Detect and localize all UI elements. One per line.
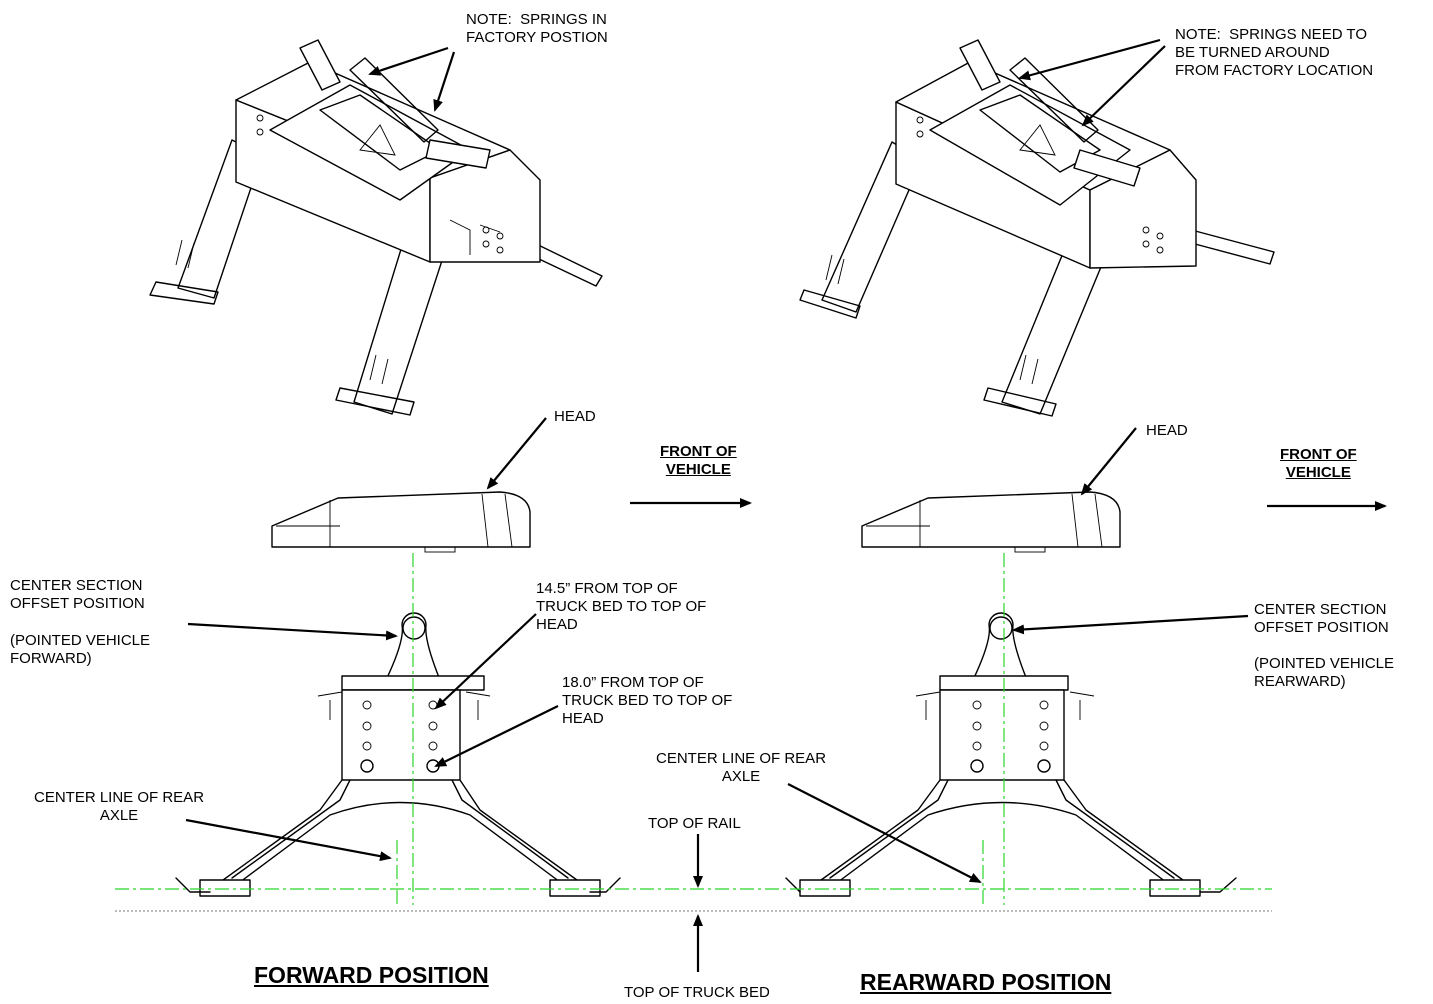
- height-18-0-label: 18.0” FROM TOP OF TRUCK BED TO TOP OF HE…: [562, 674, 733, 727]
- leader-arrows: [185, 38, 1387, 972]
- head-label-right: HEAD: [1146, 422, 1188, 439]
- height-14-5-label: 14.5” FROM TOP OF TRUCK BED TO TOP OF HE…: [536, 580, 707, 633]
- axle-centerline-label-left: CENTER LINE OF REAR AXLE: [34, 789, 205, 824]
- rearward-position-title: REARWARD POSITION: [860, 969, 1112, 995]
- center-section-note-right: (POINTED VEHICLE REARWARD): [1254, 655, 1395, 690]
- head-side-view-right: [861, 491, 1121, 553]
- head-side-view-left: [271, 491, 531, 553]
- axle-centerline-label-right: CENTER LINE OF REAR AXLE: [656, 750, 827, 785]
- hitch-front-view-rearward: [785, 612, 1237, 897]
- center-section-label-right: CENTER SECTION OFFSET POSITION: [1254, 601, 1389, 636]
- front-of-vehicle-left: FRONT OF VEHICLE: [660, 443, 737, 478]
- hitch-isometric-forward: [149, 39, 603, 416]
- note-springs-turned: NOTE: SPRINGS NEED TO BE TURNED AROUND F…: [1175, 26, 1374, 79]
- center-lines: [115, 553, 1272, 905]
- center-section-label-left: CENTER SECTION OFFSET POSITION: [10, 577, 145, 612]
- hitch-isometric-rearward: [799, 39, 1275, 417]
- note-springs-factory: NOTE: SPRINGS IN FACTORY POSTION: [466, 11, 608, 46]
- front-of-vehicle-right: FRONT OF VEHICLE: [1280, 446, 1357, 481]
- hitch-front-view-forward: [175, 612, 621, 897]
- top-of-truck-bed-label: TOP OF TRUCK BED: [624, 984, 770, 1001]
- top-of-rail-label: TOP OF RAIL: [648, 815, 741, 832]
- forward-position-title: FORWARD POSITION: [254, 962, 489, 988]
- head-label-left: HEAD: [554, 408, 596, 425]
- center-section-note-left: (POINTED VEHICLE FORWARD): [10, 632, 151, 667]
